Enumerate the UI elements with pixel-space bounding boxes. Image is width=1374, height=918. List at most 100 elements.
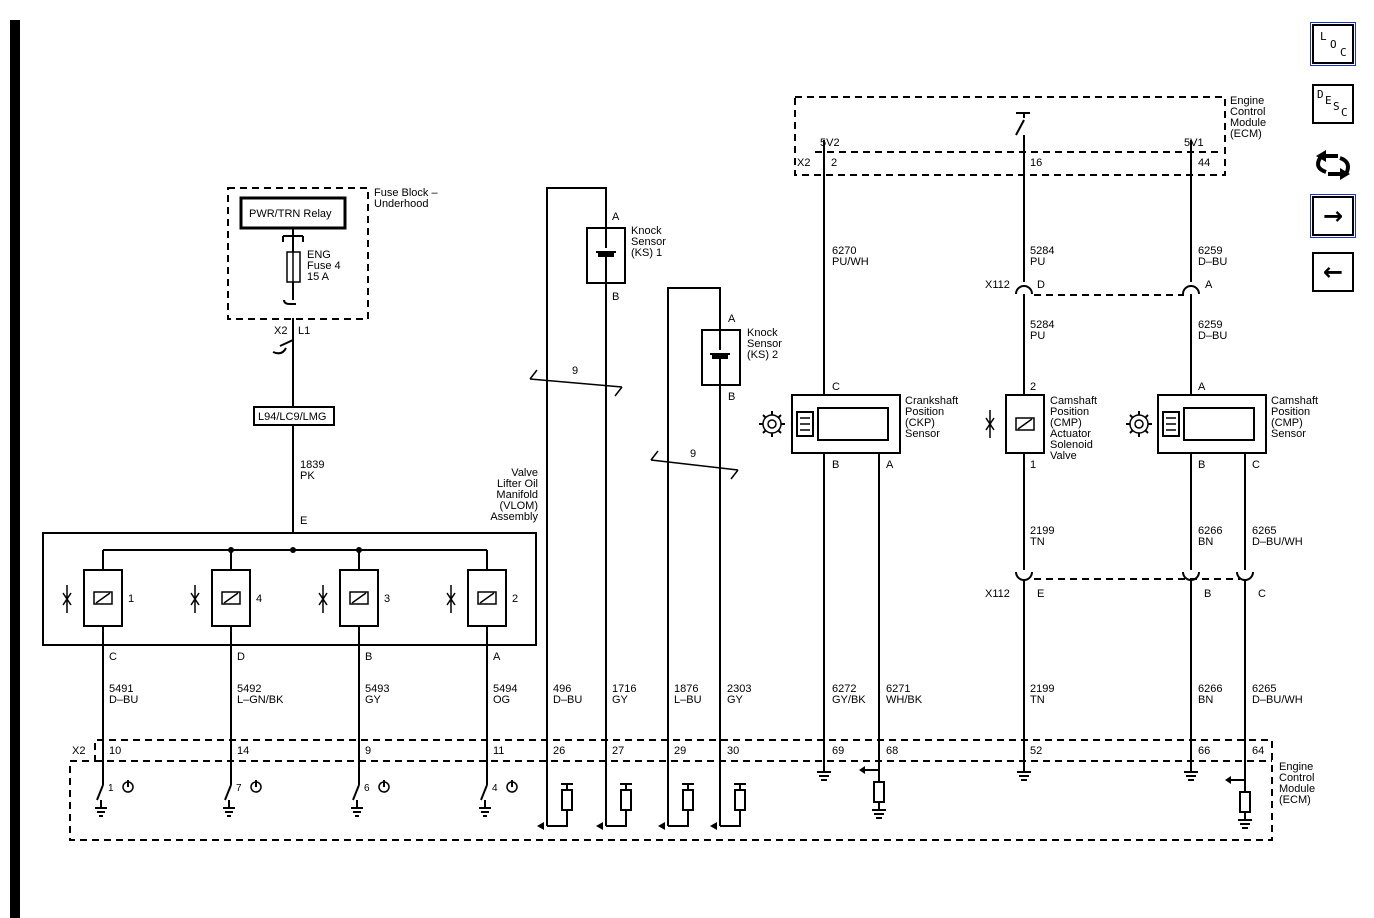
cmp-sensor-ecm-b: 66 — [1198, 745, 1210, 757]
ecm-switch-num: 6 — [364, 783, 370, 794]
relay-contact — [282, 228, 304, 252]
x112-lower-pin-c: C — [1258, 588, 1266, 600]
x112-lower-c — [1236, 571, 1254, 581]
ground-icon — [817, 770, 831, 781]
ecm-switch-7: 7 — [223, 780, 262, 817]
x112-upper-a — [1182, 285, 1200, 295]
x112-lower-pin-e: E — [1037, 588, 1044, 600]
cmp-act-pin-1: 1 — [1030, 459, 1036, 471]
loc-l: L — [1320, 30, 1327, 43]
vlom-solenoid-num: 3 — [384, 593, 390, 605]
x112-lower-pin-b: B — [1204, 588, 1211, 600]
ecm-input-symbol — [658, 783, 694, 830]
ecm-input-symbol — [596, 783, 632, 830]
x112-upper-d — [1015, 285, 1033, 295]
cmp-act-pin-2: 2 — [1030, 381, 1036, 393]
ecm-top-connector: X2 — [797, 157, 810, 169]
ecm-reference-symbol — [1225, 776, 1252, 829]
gear-icon — [759, 411, 785, 437]
ks1-twist-label: 9 — [572, 365, 578, 377]
ckp-pin-a: A — [886, 459, 894, 471]
ecm-switch-4: 4 — [479, 780, 518, 817]
ecm-5v1: 5V1 — [1184, 137, 1204, 149]
previous-page-button[interactable]: ← — [1312, 252, 1354, 292]
vlom-ecm-pin: 9 — [365, 745, 371, 757]
ecm-switch-num: 7 — [236, 783, 242, 794]
ks2-ecm-a: 29 — [674, 745, 686, 757]
ecm-input-symbol — [710, 783, 746, 830]
fuse-connector: X2 — [274, 325, 287, 337]
connector-view-button[interactable] — [1312, 144, 1354, 184]
ks1-ecm-b: 27 — [612, 745, 624, 757]
vlom-solenoid-pin: D — [237, 651, 245, 663]
next-page-button[interactable]: → — [1310, 194, 1356, 238]
cmp-sensor-pin-c: C — [1252, 459, 1260, 471]
loc-o: O — [1330, 38, 1337, 51]
ks2-shield-wire — [667, 287, 721, 826]
ks1-twist — [529, 378, 623, 388]
ground-icon — [1184, 770, 1198, 781]
vlom-solenoid-pin: B — [365, 651, 372, 663]
ks1-pin-a: A — [612, 211, 620, 223]
fuse-wire — [283, 282, 296, 305]
connector-icon — [1316, 150, 1350, 180]
location-button[interactable]: L O C — [1310, 22, 1356, 66]
ecm-pin-16: 16 — [1030, 157, 1042, 169]
fuse-out-wire — [272, 318, 294, 408]
description-button[interactable]: D E S C — [1312, 84, 1354, 124]
x112-upper-pin-d: D — [1037, 279, 1045, 291]
vlom-solenoid-num: 2 — [512, 593, 518, 605]
x112-lower-b — [1182, 571, 1200, 581]
x112-upper-pin-a: A — [1205, 279, 1213, 291]
ks2-twist — [650, 459, 739, 471]
relay-label: PWR/TRN Relay — [249, 208, 332, 220]
x112-upper-label: X112 — [985, 279, 1010, 291]
ks2-pin-b: B — [728, 391, 735, 403]
ecm-pin-44: 44 — [1198, 157, 1210, 169]
vlom-solenoid-pin: A — [493, 651, 501, 663]
ks1-pin-b: B — [612, 291, 619, 303]
vlom-pin-e: E — [300, 515, 307, 527]
option-label: L94/LC9/LMG — [258, 411, 326, 423]
ecm-5v2: 5V2 — [820, 137, 840, 149]
fuse-block-outline — [227, 187, 369, 320]
ks1-ecm-a: 26 — [553, 745, 565, 757]
ecm-switch-1: 1 — [95, 780, 134, 817]
vlom-ecm-pin: 10 — [109, 745, 121, 757]
vlom-ecm-pin: 11 — [493, 745, 504, 757]
vlom-solenoid-pin: C — [109, 651, 117, 663]
ckp-pin-c: C — [832, 381, 840, 393]
ks2-pin-a: A — [728, 313, 736, 325]
ks1-shield-wire — [546, 187, 607, 826]
ckp-ecm-a: 68 — [886, 745, 898, 757]
vlom-solenoid-num: 4 — [256, 593, 262, 605]
fuse-block-label: Fuse Block –Underhood — [374, 187, 438, 210]
ckp-ecm-b: 69 — [832, 745, 844, 757]
ckp-pin-b: B — [832, 459, 839, 471]
arrow-left-icon: ← — [1322, 258, 1344, 286]
